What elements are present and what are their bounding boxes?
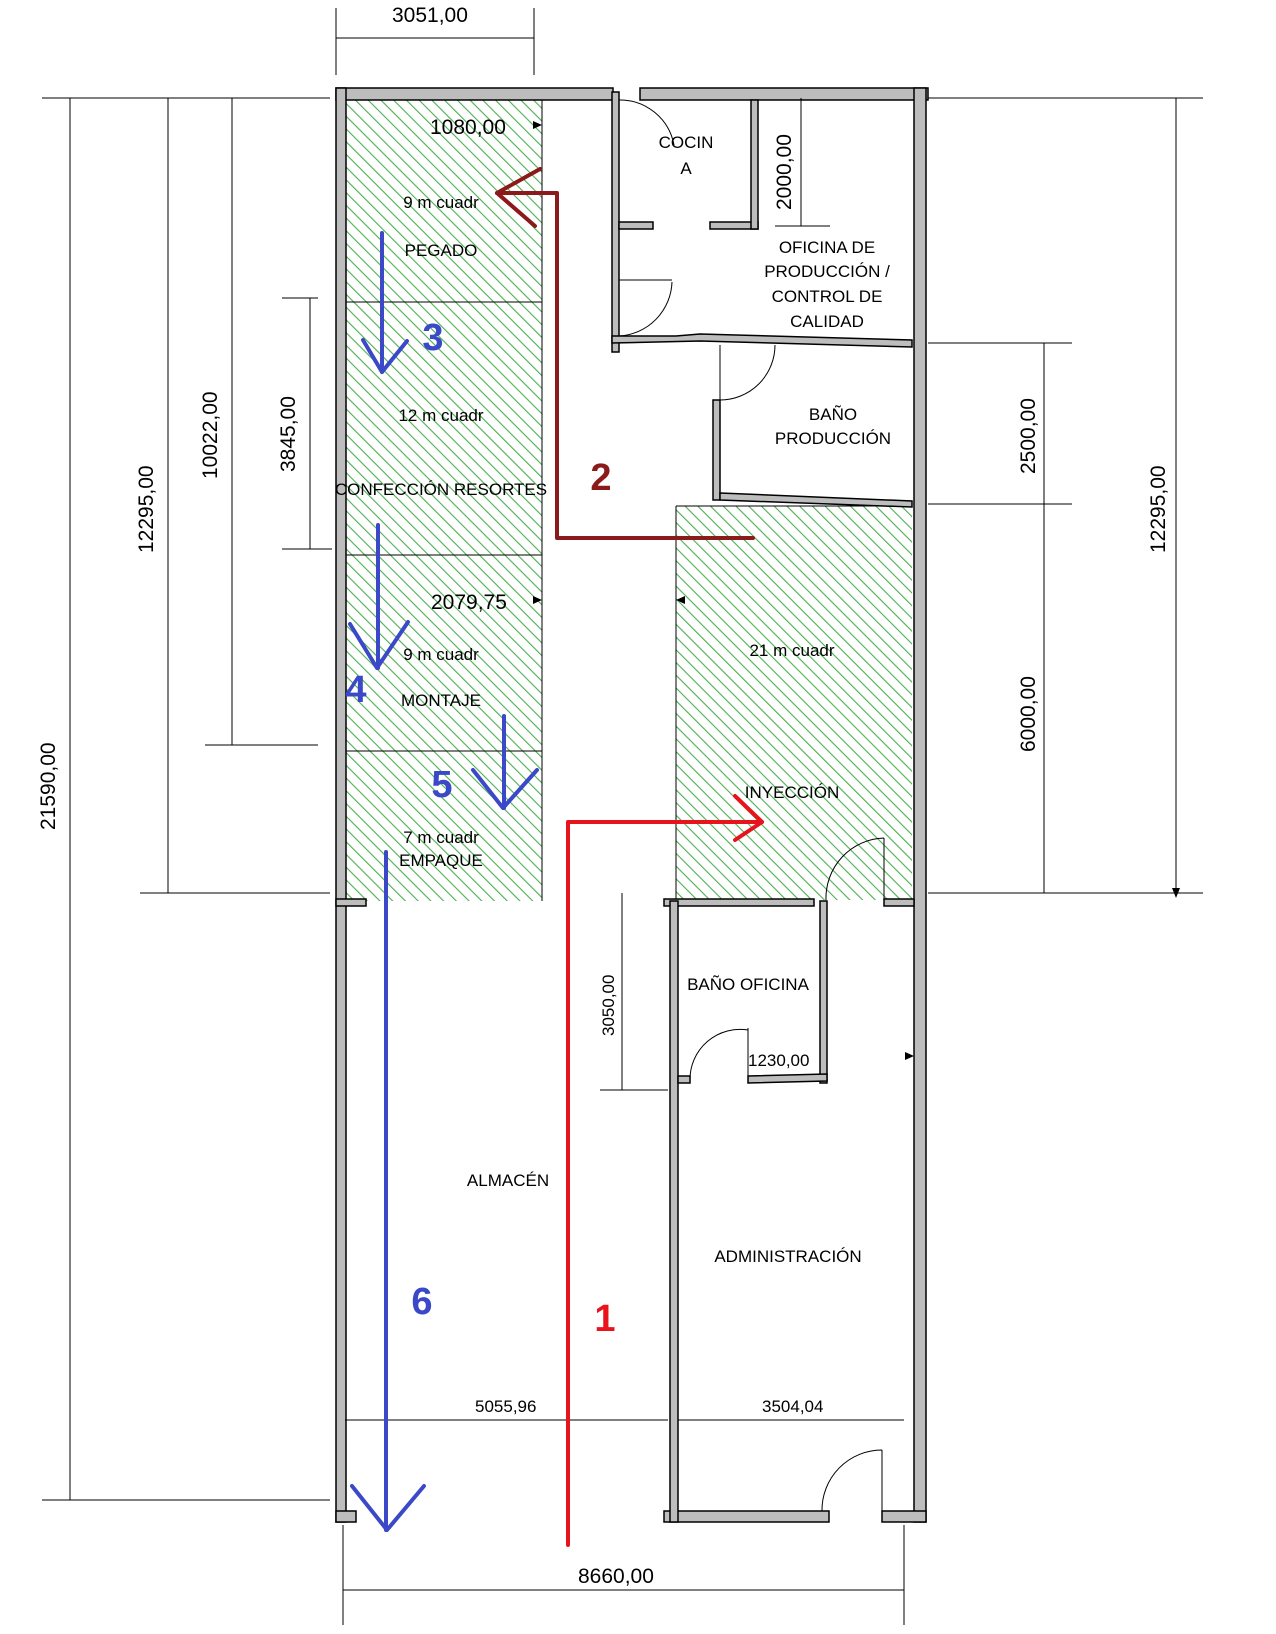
dim-pegado-width: 1080,00 bbox=[430, 116, 506, 139]
dimension-labels: 3051,00 8660,00 21590,00 12295,00 10022,… bbox=[37, 4, 1170, 1588]
flow-arrowhead-3 bbox=[361, 338, 409, 374]
door-administracion bbox=[821, 1449, 883, 1512]
dim-montaje-width: 2079,75 bbox=[431, 591, 507, 614]
doors bbox=[618, 99, 885, 1512]
dim-right-upper: 12295,00 bbox=[1147, 465, 1170, 553]
dim-left-small: 3845,00 bbox=[277, 396, 300, 472]
label-pegado-area: 9 m cuadr bbox=[403, 193, 479, 212]
flow-step-4: 4 bbox=[345, 669, 366, 711]
label-cocina-2: A bbox=[680, 159, 692, 178]
interior-walls bbox=[611, 91, 913, 1523]
dim-left-total: 21590,00 bbox=[37, 742, 60, 830]
dim-right-bath: 2500,00 bbox=[1017, 398, 1040, 474]
label-bano-oficina: BAÑO OFICINA bbox=[687, 975, 810, 994]
zone-confeccion-resortes bbox=[345, 302, 542, 555]
label-inyeccion: INYECCIÓN bbox=[745, 783, 839, 802]
dim-almacen-width: 5055,96 bbox=[475, 1397, 536, 1416]
label-montaje: MONTAJE bbox=[401, 691, 481, 710]
dim-admin-width: 3504,04 bbox=[762, 1397, 823, 1416]
flow-step-1: 1 bbox=[594, 1298, 615, 1340]
dim-right-inyeccion: 6000,00 bbox=[1017, 676, 1040, 752]
flow-arrowhead-1 bbox=[733, 794, 764, 842]
dim-bano-oficina-width: 1230,00 bbox=[748, 1051, 809, 1070]
production-zones bbox=[345, 100, 912, 901]
door-cocina bbox=[618, 99, 675, 155]
flow-arrowhead-5 bbox=[471, 768, 539, 810]
flow-step-3: 3 bbox=[422, 317, 443, 359]
label-confeccion-resortes: CONFECCIÓN RESORTES bbox=[335, 480, 547, 499]
label-oficina-1: OFICINA DE bbox=[779, 238, 875, 257]
zone-inyeccion bbox=[676, 506, 912, 900]
flow-arrowhead-2 bbox=[495, 167, 542, 228]
dim-bottom-width: 8660,00 bbox=[578, 1565, 654, 1588]
label-oficina-3: CONTROL DE bbox=[772, 287, 883, 306]
label-oficina-4: CALIDAD bbox=[790, 312, 864, 331]
flow-arrow-1 bbox=[566, 820, 764, 1547]
flow-step-6: 6 bbox=[411, 1281, 432, 1323]
door-inyeccion bbox=[825, 837, 885, 901]
label-resortes-area: 12 m cuadr bbox=[398, 406, 483, 425]
label-pegado: PEGADO bbox=[405, 241, 478, 260]
label-administracion: ADMINISTRACIÓN bbox=[714, 1247, 861, 1266]
dim-kitchen-height: 2000,00 bbox=[773, 134, 796, 210]
flow-arrowhead-4 bbox=[348, 620, 410, 670]
dim-left-upper: 12295,00 bbox=[135, 465, 158, 553]
label-bano-produccion-1: BAÑO bbox=[809, 405, 857, 424]
flow-step-5: 5 bbox=[431, 764, 452, 806]
door-bano-oficina bbox=[689, 1028, 749, 1081]
dimension-lines bbox=[42, 8, 1203, 1625]
dim-top-width: 3051,00 bbox=[392, 4, 468, 27]
label-montaje-area: 9 m cuadr bbox=[403, 645, 479, 664]
flow-arrow-2 bbox=[495, 191, 755, 540]
door-bano-produccion bbox=[719, 344, 776, 401]
label-empaque: EMPAQUE bbox=[399, 851, 483, 870]
zone-empaque bbox=[345, 751, 542, 901]
outer-walls bbox=[335, 87, 929, 1523]
flow-step-2: 2 bbox=[590, 457, 611, 499]
label-almacen: ALMACÉN bbox=[467, 1171, 549, 1190]
label-inyeccion-area: 21 m cuadr bbox=[749, 641, 834, 660]
door-oficina bbox=[618, 279, 673, 337]
label-empaque-area: 7 m cuadr bbox=[403, 828, 479, 847]
label-bano-produccion-2: PRODUCCIÓN bbox=[775, 429, 891, 448]
process-flow bbox=[348, 167, 764, 1547]
flow-step-numbers: 1 2 3 4 5 6 bbox=[345, 317, 615, 1340]
label-oficina-2: PRODUCCIÓN / bbox=[764, 262, 890, 281]
label-cocina-1: COCIN bbox=[659, 133, 714, 152]
flow-arrowhead-6 bbox=[350, 1484, 426, 1532]
dim-left-mid: 10022,00 bbox=[199, 391, 222, 479]
room-labels: COCIN A OFICINA DE PRODUCCIÓN / CONTROL … bbox=[335, 133, 891, 1266]
dimension-ticks bbox=[533, 121, 1180, 1060]
dim-bano-oficina-height: 3050,00 bbox=[599, 975, 618, 1036]
